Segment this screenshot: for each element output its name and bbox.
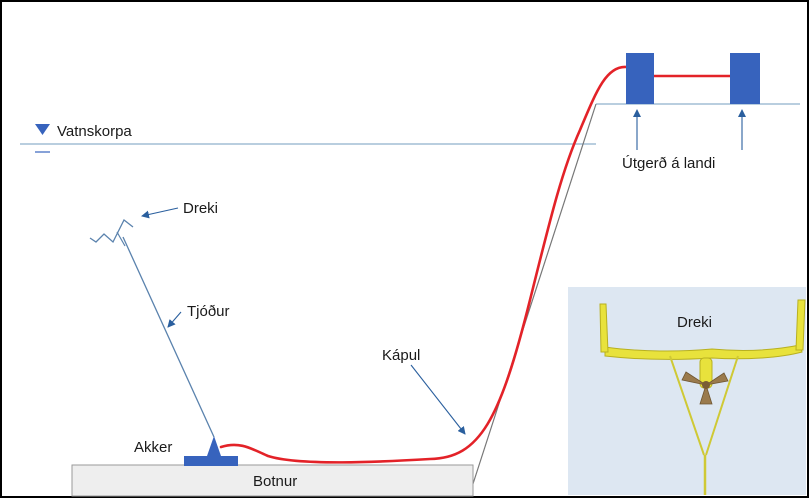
- seabed-label: Botnur: [253, 473, 297, 490]
- inset-kite-label: Dreki: [677, 314, 712, 331]
- onshore-label: Útgerð á landi: [622, 155, 715, 172]
- anchor-label: Akker: [134, 439, 172, 456]
- tether-line: [122, 236, 215, 438]
- inset-strut-right: [705, 355, 739, 456]
- kite-label: Dreki: [183, 200, 218, 217]
- triangle-down-icon: [35, 124, 50, 135]
- inset-kite-render: Dreki: [568, 287, 806, 495]
- triangle-anchor-icon: [207, 436, 221, 456]
- kite-schematic: [89, 219, 134, 244]
- anchor-base: [184, 456, 238, 466]
- inset-wingtip-right: [795, 299, 806, 351]
- tether-arrow: [167, 311, 182, 328]
- cable-label: Kápul: [382, 347, 420, 364]
- inset-wingtip-left: [599, 303, 609, 353]
- inset-strut-left: [669, 355, 705, 456]
- power-cable: [219, 65, 628, 464]
- inset-rotor-hub: [702, 381, 710, 389]
- surface-label: Vatnskorpa: [57, 123, 132, 140]
- kite-arrow: [141, 207, 179, 219]
- cable-arrow: [410, 364, 466, 435]
- inset-background: [568, 287, 806, 495]
- onshore-unit-right: [730, 53, 760, 104]
- inset-rotor: [681, 371, 729, 405]
- tether-label: Tjóður: [187, 303, 230, 320]
- kite-strut: [116, 231, 126, 247]
- slope-line: [470, 103, 597, 491]
- seabed-block: [71, 464, 474, 497]
- onshore-unit-left: [626, 53, 654, 104]
